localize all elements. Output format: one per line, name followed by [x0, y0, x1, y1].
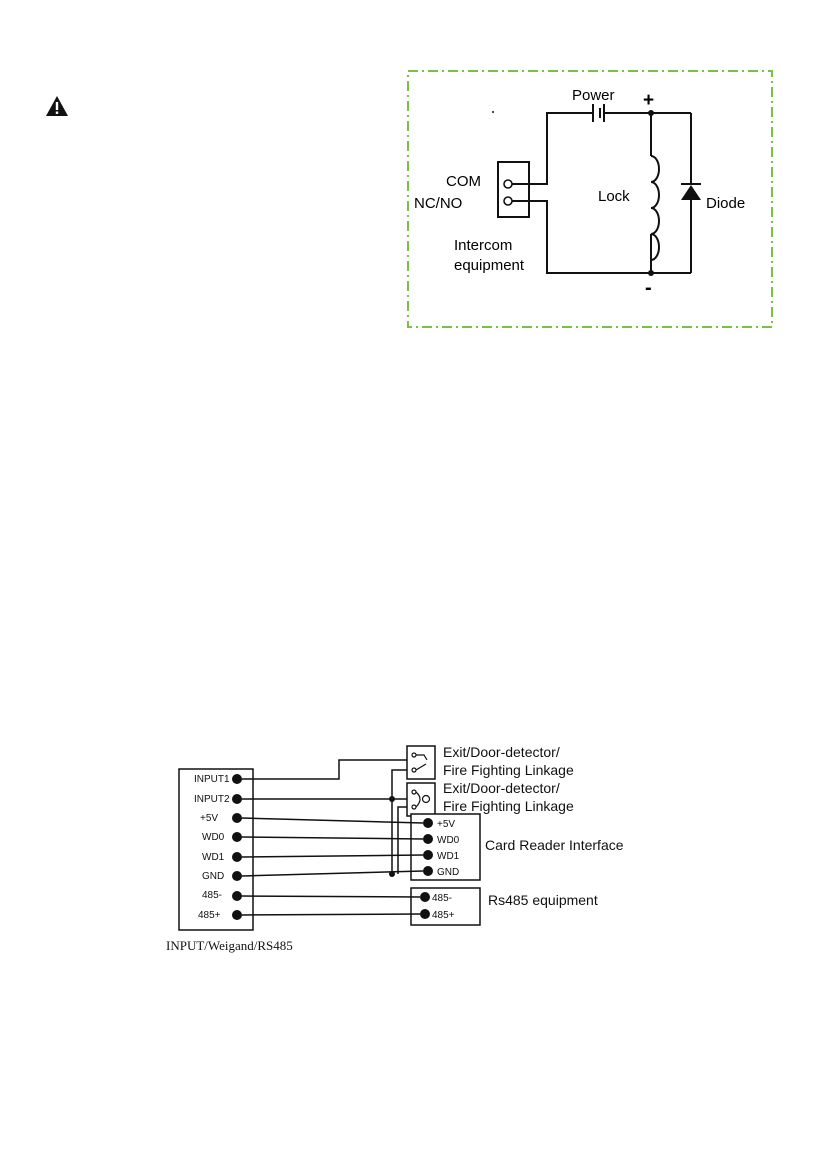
rs485-pin-minus: 485-: [432, 893, 452, 904]
lock-wiring-diagram: Power + - COM NC/NO Intercom equipment L…: [405, 68, 775, 330]
terminal-label-485-plus: 485+: [198, 910, 221, 921]
card-reader-pin-wd0: WD0: [437, 835, 460, 846]
exit-label-1-line2: Fire Fighting Linkage: [443, 762, 574, 778]
lock-label: Lock: [598, 188, 630, 205]
exit-label-2-line1: Exit/Door-detector/: [443, 780, 560, 796]
terminal-label-485-minus: 485-: [202, 890, 222, 901]
card-reader-pin-gnd: GND: [437, 867, 459, 878]
warning-icon: [45, 95, 69, 117]
com-label: COM: [446, 173, 481, 190]
diagram-caption: INPUT/Weigand/RS485: [166, 938, 293, 953]
power-label: Power: [572, 87, 615, 104]
terminal-label-input2: INPUT2: [194, 794, 230, 805]
plus-label: +: [643, 90, 654, 111]
terminal-label-wd1: WD1: [202, 852, 225, 863]
exit-switch-box-2: [407, 783, 435, 816]
exit-switch-box-1: [407, 746, 435, 779]
ncno-label: NC/NO: [414, 195, 462, 212]
terminal-label-gnd: GND: [202, 871, 224, 882]
rs485-pin-plus: 485+: [432, 910, 455, 921]
com-terminal: [504, 180, 512, 188]
minus-label: -: [645, 277, 652, 299]
exit-label-1-line1: Exit/Door-detector/: [443, 744, 560, 760]
terminal-label-5v: +5V: [200, 813, 218, 824]
card-reader-label: Card Reader Interface: [485, 837, 624, 853]
terminal-label-input1: INPUT1: [194, 774, 230, 785]
ncno-terminal: [504, 197, 512, 205]
rs485-label: Rs485 equipment: [488, 892, 598, 908]
card-reader-pin-wd1: WD1: [437, 851, 460, 862]
exit-label-2-line2: Fire Fighting Linkage: [443, 798, 574, 814]
input-wiring-diagram: INPUT1 INPUT2 +5V WD0 WD1 GND 485- 485+: [0, 735, 820, 965]
intercom-label-line1: Intercom: [454, 237, 512, 254]
terminal-label-wd0: WD0: [202, 832, 225, 843]
intercom-terminal-block: [498, 162, 529, 217]
intercom-label-line2: equipment: [454, 257, 525, 274]
diode-label: Diode: [706, 195, 745, 212]
diode-symbol: [681, 185, 701, 200]
card-reader-pin-5v: +5V: [437, 819, 455, 830]
